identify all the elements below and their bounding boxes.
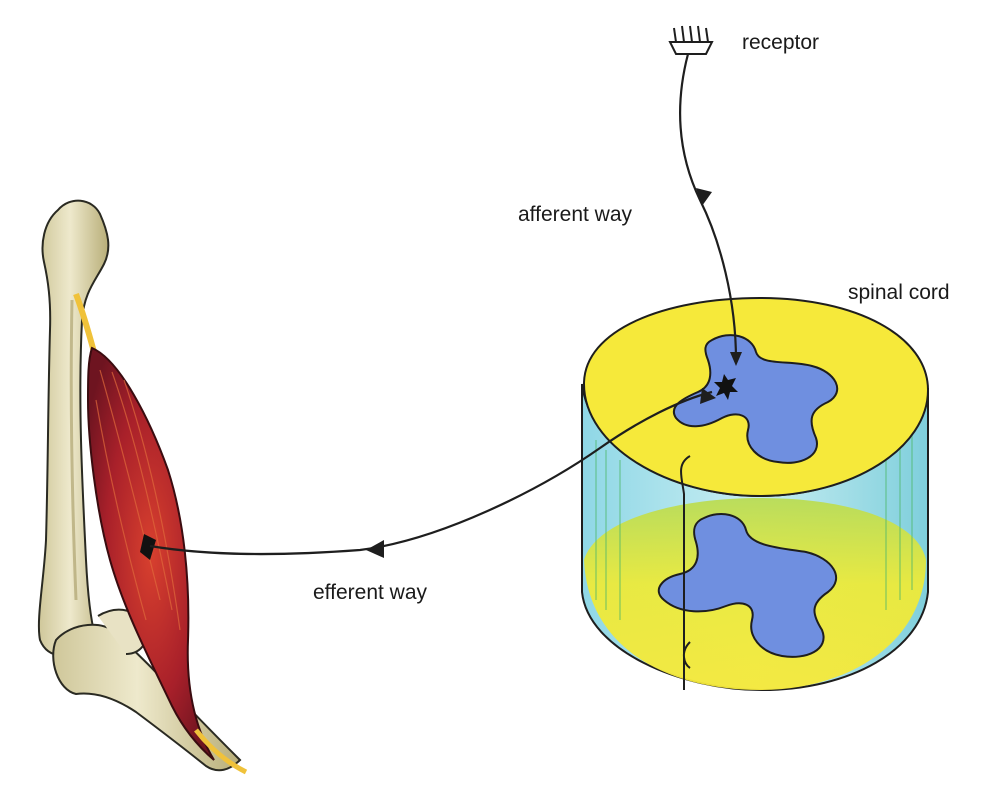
- receptor-icon: [670, 26, 712, 54]
- spinal-cord-label: spinal cord: [848, 281, 950, 305]
- receptor-label: receptor: [742, 31, 819, 55]
- afferent-way-label: afferent way: [518, 203, 632, 227]
- spinal-cord-icon: [582, 298, 928, 690]
- efferent-way-label: efferent way: [313, 581, 427, 605]
- efferent-arrow-icon: [366, 540, 384, 558]
